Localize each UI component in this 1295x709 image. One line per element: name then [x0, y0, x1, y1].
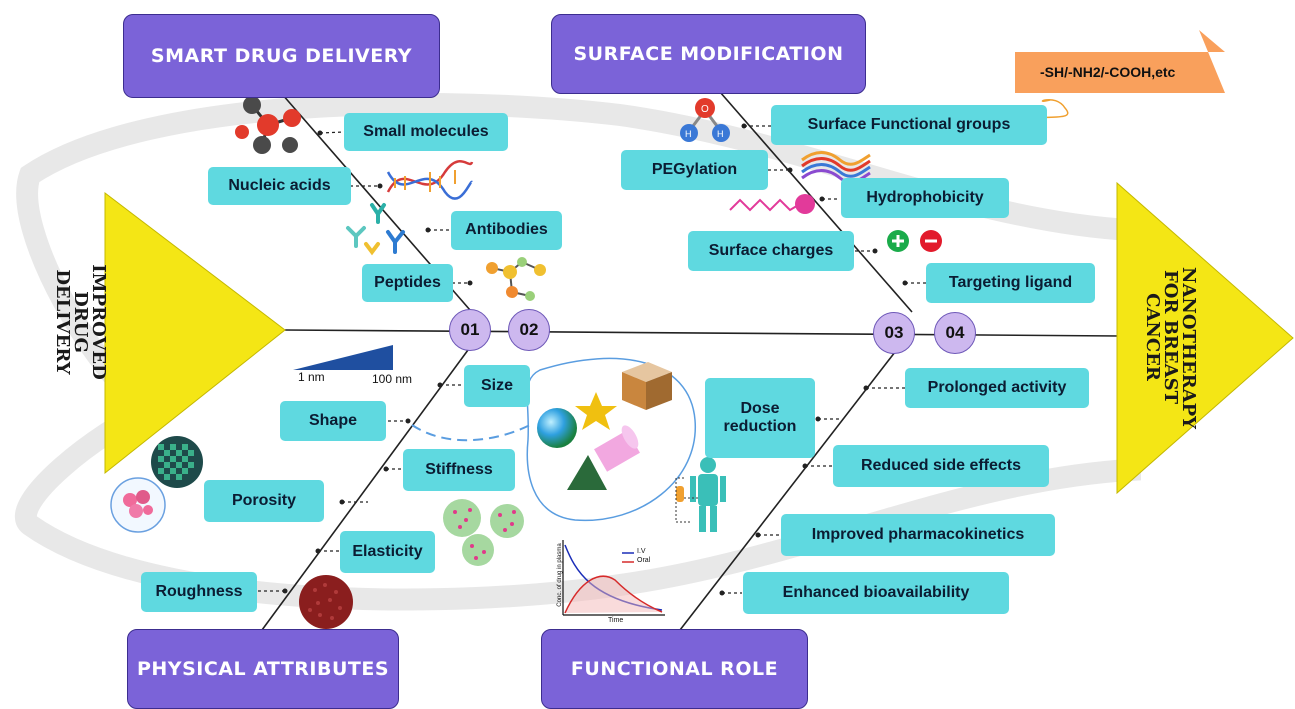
label-pegylation: PEGylation [621, 150, 768, 190]
size-scale-max: 100 nm [372, 372, 413, 386]
label-hydrophobicity: Hydrophobicity [841, 178, 1009, 218]
water-molecule-icon: O H H [680, 98, 730, 142]
bone-functional-role [679, 351, 896, 631]
cylinder-icon [594, 425, 640, 472]
peptides-icon [486, 257, 546, 301]
svg-text:H: H [685, 129, 692, 139]
elastic-particles-icon [443, 499, 524, 566]
pk-plot [562, 540, 665, 616]
number-circle-03: 03 [873, 312, 915, 354]
svg-text:O: O [701, 104, 709, 115]
plus-charge-icon [887, 230, 909, 252]
checker-sphere-icon [151, 436, 203, 488]
header-smart-drug-delivery: SMART DRUG DELIVERY [123, 14, 440, 98]
bone-surface-modification [719, 91, 913, 313]
spine-line [284, 329, 1121, 337]
size-scale-min: 1 nm [298, 370, 325, 384]
label-surface-functional-groups: Surface Functional groups [771, 105, 1047, 145]
tag-arrow-shape [1015, 30, 1225, 93]
label-porosity: Porosity [204, 480, 324, 522]
cube-icon [622, 362, 672, 410]
pk-plot-ylabel: Conc. of drug in plasma [557, 543, 563, 607]
header-surface-modification: SURFACE MODIFICATION [551, 14, 866, 94]
label-stiffness: Stiffness [403, 449, 515, 491]
head-triangle [1116, 181, 1294, 495]
antibodies-icon [346, 203, 405, 256]
size-scale-icon [293, 345, 393, 370]
label-improved-pharmacokinetics: Improved pharmacokinetics [781, 514, 1055, 556]
pk-oral-curve [564, 575, 663, 614]
label-peptides: Peptides [362, 264, 453, 302]
label-reduced-side-effects: Reduced side effects [833, 445, 1049, 487]
bone-physical-attributes [261, 349, 469, 631]
pk-plot-xlabel: Time [608, 617, 624, 624]
rough-particle-icon [299, 575, 353, 629]
head-label: NANOTHERAPY FOR BREAST CANCER [1142, 237, 1199, 437]
label-nucleic-acids: Nucleic acids [208, 167, 351, 205]
minus-charge-icon [920, 230, 942, 252]
pk-legend-oral: Oral [637, 557, 651, 564]
tail-label: IMPROVED DRUG DELIVERY [52, 232, 109, 412]
tail-label-text: IMPROVED DRUG DELIVERY [52, 264, 109, 380]
label-surface-charges: Surface charges [688, 231, 854, 271]
label-targeting-ligand: Targeting ligand [926, 263, 1095, 303]
tail-triangle [104, 191, 286, 475]
star-icon [575, 392, 617, 430]
pk-legend-iv: I.V [637, 548, 646, 555]
head-label-text: NANOTHERAPY FOR BREAST CANCER [1142, 267, 1199, 429]
label-elasticity: Elasticity [340, 531, 435, 573]
dna-icon [386, 160, 474, 200]
number-circle-02: 02 [508, 309, 550, 351]
pyramid-icon [567, 455, 607, 490]
svg-text:H: H [717, 129, 724, 139]
number-circle-01: 01 [449, 309, 491, 351]
porous-particle-icon [110, 477, 166, 533]
number-circle-04: 04 [934, 312, 976, 354]
hydrophobicity-icon [729, 194, 815, 214]
human-body-icon [675, 457, 726, 532]
sphere-icon [537, 408, 577, 448]
header-functional-role: FUNCTIONAL ROLE [541, 629, 808, 709]
label-enhanced-bioavailability: Enhanced bioavailability [743, 572, 1009, 614]
shape-dashed-connector [411, 424, 531, 442]
label-shape: Shape [280, 401, 386, 441]
label-roughness: Roughness [141, 572, 257, 612]
small-molecules-icon [235, 96, 301, 154]
label-prolonged-activity: Prolonged activity [905, 368, 1089, 408]
label-size: Size [464, 365, 530, 407]
functional-groups-tag: -SH/-NH2/-COOH,etc [1040, 64, 1176, 80]
label-antibodies: Antibodies [451, 211, 562, 250]
header-physical-attributes: PHYSICAL ATTRIBUTES [127, 629, 399, 709]
label-small-molecules: Small molecules [344, 113, 508, 151]
label-dose-reduction: Dose reduction [705, 378, 815, 458]
